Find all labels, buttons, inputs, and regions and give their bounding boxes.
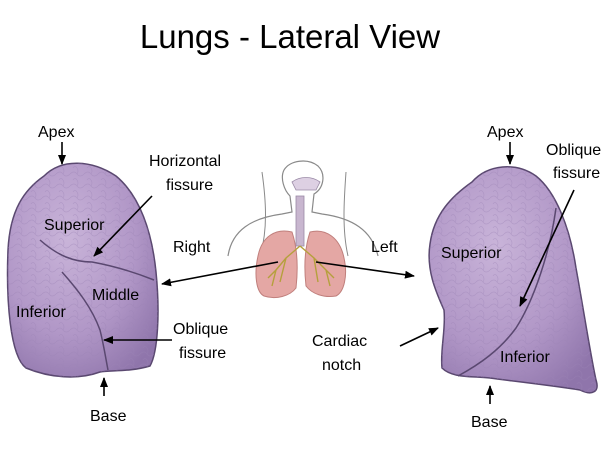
- nasal-cavity: [291, 177, 321, 191]
- label-base-left: Base: [471, 414, 508, 431]
- bronchial-tree: [267, 245, 335, 287]
- arrow-horizontal-fissure: [93, 195, 153, 257]
- torso-outline: [227, 160, 379, 257]
- arrow-cardiac-notch: [399, 327, 439, 347]
- arrow-left-lung: [315, 261, 415, 279]
- label-oblique-fissure-left-line1: Oblique: [546, 142, 601, 159]
- label-inferior-left: Inferior: [500, 349, 550, 366]
- label-horizontal-fissure-line1: Horizontal: [149, 153, 221, 170]
- label-oblique-fissure-right-line1: Oblique: [173, 321, 228, 338]
- label-inferior-right: Inferior: [16, 304, 66, 321]
- trachea: [295, 195, 305, 247]
- label-horizontal-fissure-line2: fissure: [166, 177, 213, 194]
- page-title: Lungs - Lateral View: [140, 18, 440, 55]
- left-lung: [428, 166, 598, 394]
- label-middle: Middle: [92, 287, 139, 304]
- torso-right-lung: [255, 230, 298, 299]
- label-cardiac-notch-line2: notch: [322, 357, 361, 374]
- label-left: Left: [371, 239, 398, 256]
- right-lung: [6, 162, 159, 378]
- label-apex-right: Apex: [38, 124, 74, 141]
- label-oblique-fissure-right-line2: fissure: [179, 345, 226, 362]
- right-oblique-fissure-line: [61, 271, 109, 371]
- arrow-right-lung: [161, 261, 279, 287]
- label-cardiac-notch-line1: Cardiac: [312, 333, 367, 350]
- label-base-right: Base: [90, 408, 127, 425]
- right-horizontal-fissure-line: [39, 239, 155, 281]
- pointer-arrows: [58, 142, 575, 404]
- arrow-oblique-fissure-left: [519, 189, 575, 307]
- label-superior-right: Superior: [44, 217, 105, 234]
- label-superior-left: Superior: [441, 245, 502, 262]
- label-oblique-fissure-left-line2: fissure: [553, 165, 600, 182]
- label-apex-left: Apex: [487, 124, 523, 141]
- label-right: Right: [173, 239, 211, 256]
- torso-figure: [227, 160, 379, 299]
